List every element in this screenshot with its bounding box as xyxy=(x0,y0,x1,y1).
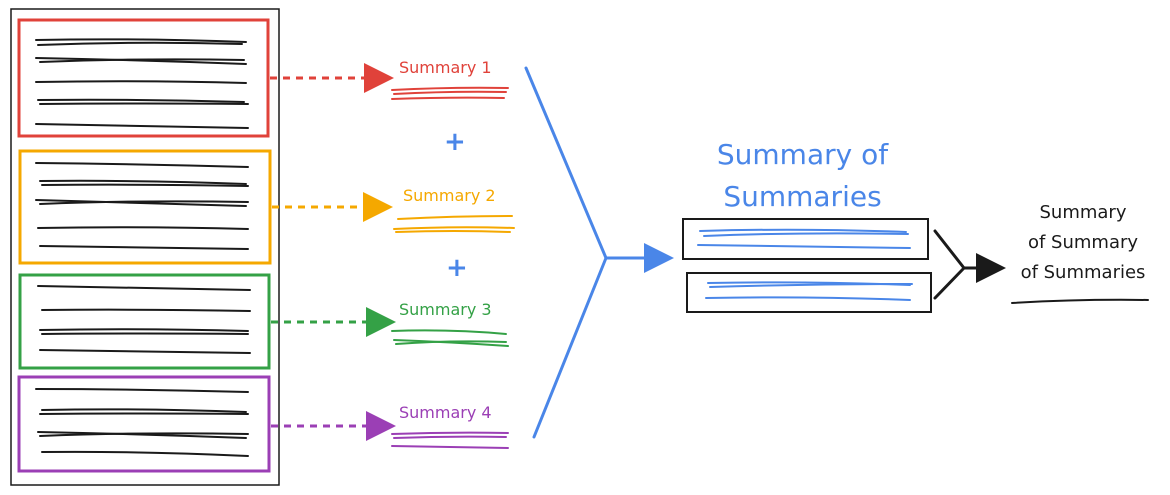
summary-3-label: Summary 3 xyxy=(399,300,492,319)
plus-sign-2: + xyxy=(446,253,468,283)
chunk-4-text-lines xyxy=(35,388,249,457)
summary-of-summaries-line-2: Summaries xyxy=(723,180,882,213)
final-summary-line-2: of Summary xyxy=(1027,232,1139,253)
final-summary-title: Summary of Summary of Summaries xyxy=(1010,198,1156,288)
summary-2-scribble xyxy=(393,215,515,233)
plus-sign-1: + xyxy=(444,127,466,157)
summary-box-2-lines xyxy=(705,281,913,301)
summary-of-summaries-title: Summary of Summaries xyxy=(700,134,905,218)
summary-of-summaries-line-1: Summary of xyxy=(716,138,889,171)
summary-of-summaries-box-2 xyxy=(686,272,932,313)
summary-box-1-lines xyxy=(697,228,911,249)
chunk-1-box xyxy=(17,18,270,138)
merge-fork xyxy=(524,66,608,439)
summary-1-label: Summary 1 xyxy=(399,58,492,77)
summary-2-label: Summary 2 xyxy=(403,186,496,205)
final-summary-underline xyxy=(1011,298,1149,304)
chunk-2-box xyxy=(18,149,272,265)
final-summary-line-1: Summary xyxy=(1039,202,1127,223)
summary-4-label: Summary 4 xyxy=(399,403,492,422)
summary-1-scribble xyxy=(391,86,509,100)
chunk-3-box xyxy=(18,273,271,370)
chunk-3-text-lines xyxy=(37,285,251,354)
document-frame xyxy=(10,8,280,486)
chunk-4 xyxy=(17,375,271,473)
summary-of-summaries-box-1 xyxy=(682,218,929,260)
chunk-2 xyxy=(18,149,272,265)
final-fork xyxy=(933,229,966,300)
chunk-1-text-lines xyxy=(35,38,249,129)
chunk-4-box xyxy=(17,375,271,473)
chunk-2-text-lines xyxy=(35,162,249,250)
summary-4-scribble xyxy=(391,431,509,449)
chunk-1 xyxy=(17,18,270,138)
chunk-3 xyxy=(18,273,271,370)
summary-3-scribble xyxy=(391,329,509,347)
final-summary-line-3: of Summaries xyxy=(1020,262,1146,283)
